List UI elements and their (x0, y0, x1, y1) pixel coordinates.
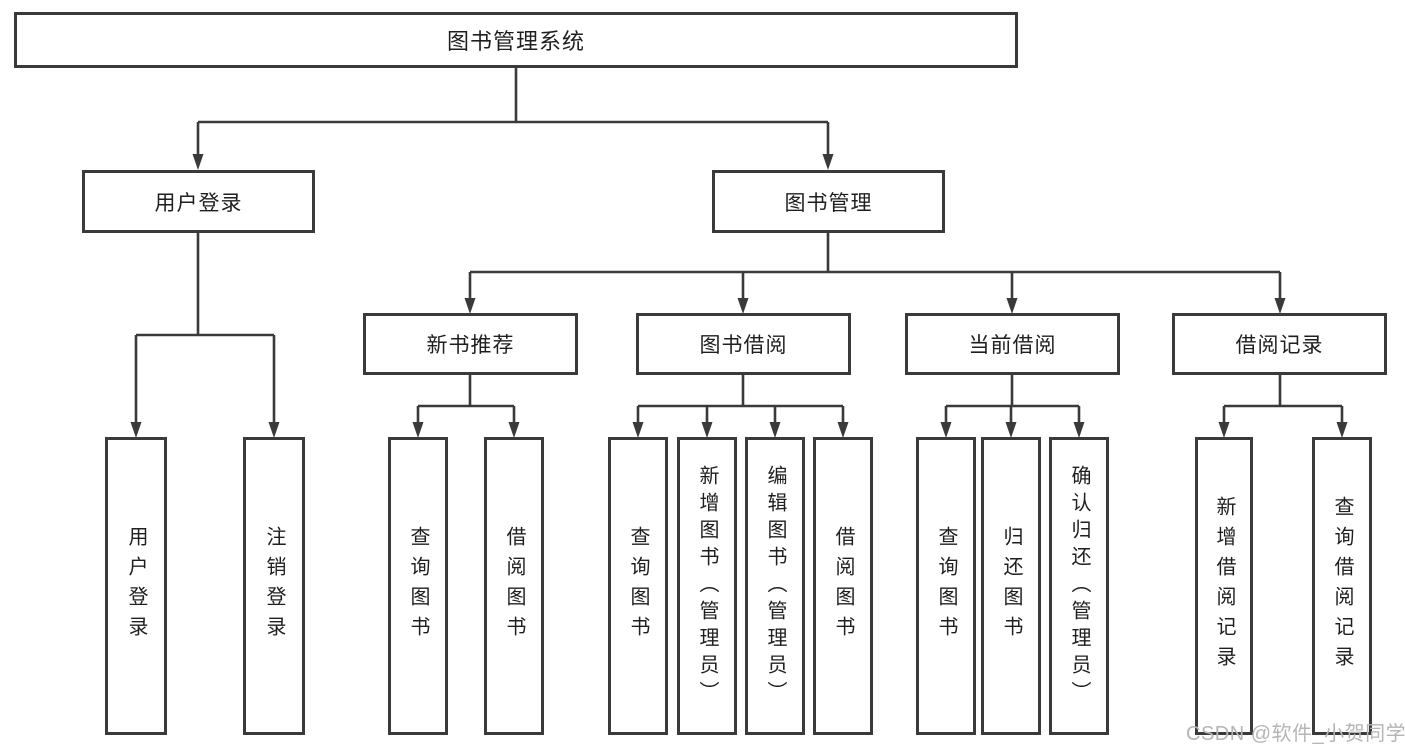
node-library-management-system: 图书管理系统 (14, 12, 1018, 68)
leaf-logout-label: 注销登录 (263, 526, 285, 646)
leaf-borrowing-query-books: 查询图书 (608, 437, 668, 735)
node-current-borrowing: 当前借阅 (905, 313, 1120, 375)
leaf-return-books-label: 归还图书 (1000, 526, 1022, 646)
leaf-user-login-label: 用户登录 (125, 526, 147, 646)
leaf-borrow-books: 借阅图书 (813, 437, 873, 735)
leaf-add-books-admin: 新增图书（管理员） (677, 437, 737, 735)
leaf-current-query-books-label: 查询图书 (935, 526, 957, 646)
leaf-current-query-books: 查询图书 (916, 437, 976, 735)
node-new-book-recommend: 新书推荐 (363, 313, 578, 375)
leaf-newbook-borrow-books: 借阅图书 (484, 437, 544, 735)
csdn-watermark: CSDN @软件_小贺同学 (1186, 723, 1405, 745)
leaf-borrowing-query-books-label: 查询图书 (627, 526, 649, 646)
leaf-confirm-return-admin: 确认归还（管理员） (1049, 437, 1109, 735)
leaf-add-books-admin-label: 新增图书（管理员） (696, 464, 718, 708)
node-user-login: 用户登录 (82, 170, 315, 233)
leaf-user-login: 用户登录 (105, 437, 167, 735)
leaf-add-borrow-record-label: 新增借阅记录 (1213, 496, 1235, 676)
leaf-return-books: 归还图书 (981, 437, 1041, 735)
node-borrowing-records: 借阅记录 (1172, 313, 1387, 375)
leaf-edit-books-admin: 编辑图书（管理员） (745, 437, 805, 735)
leaf-edit-books-admin-label: 编辑图书（管理员） (764, 464, 786, 708)
leaf-newbook-query-books-label: 查询图书 (407, 526, 429, 646)
leaf-query-borrow-record-label: 查询借阅记录 (1331, 496, 1353, 676)
leaf-add-borrow-record: 新增借阅记录 (1195, 437, 1253, 735)
leaf-confirm-return-admin-label: 确认归还（管理员） (1068, 464, 1090, 708)
node-book-management: 图书管理 (712, 170, 945, 233)
leaf-borrow-books-label: 借阅图书 (832, 526, 854, 646)
leaf-query-borrow-record: 查询借阅记录 (1312, 437, 1372, 735)
leaf-newbook-query-books: 查询图书 (388, 437, 448, 735)
tree-edges (134, 68, 1344, 425)
node-book-borrowing: 图书借阅 (636, 313, 851, 375)
leaf-logout: 注销登录 (243, 437, 305, 735)
leaf-newbook-borrow-books-label: 借阅图书 (503, 526, 525, 646)
